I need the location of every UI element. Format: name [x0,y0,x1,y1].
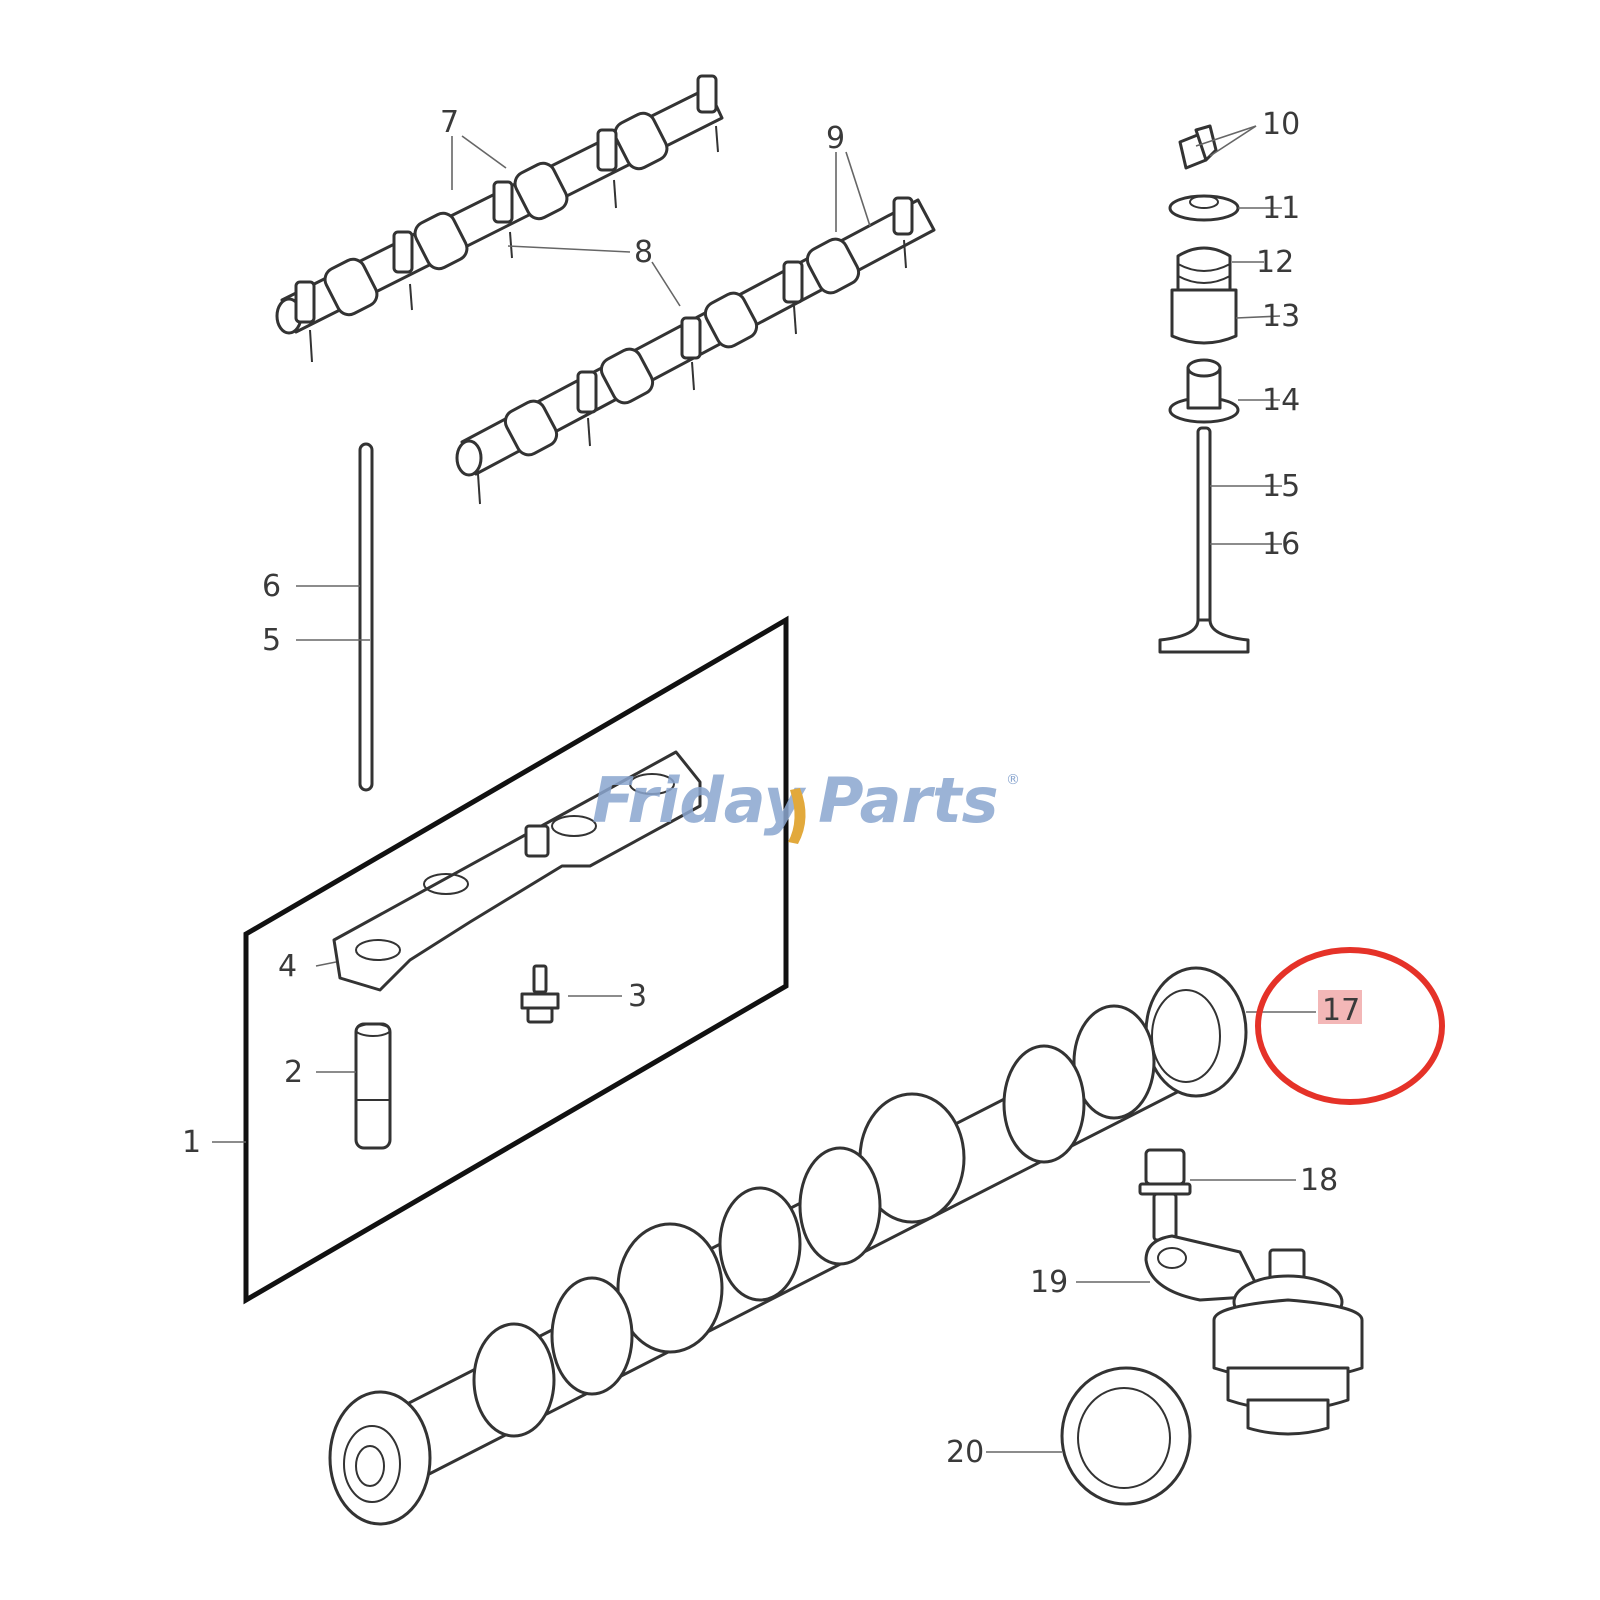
camshaft [328,966,1248,1526]
rocker-shaft-assembly-lower [455,196,936,505]
valve-keepers [1178,124,1218,170]
callout-5: 5 [262,623,281,658]
callout-10: 10 [1262,107,1300,142]
hydraulic-lifter [354,1022,392,1150]
rocker-shaft-assembly-upper [275,74,724,363]
callout-3: 3 [628,979,647,1014]
callout-labels: 7 8 9 10 11 12 13 14 15 16 6 5 4 3 2 1 1… [182,105,1362,1470]
watermark-registered-mark: ® [1006,772,1020,788]
leader-lines [212,125,1316,1453]
highlight-circle [1255,947,1445,1105]
pushrod [358,442,374,792]
callout-13: 13 [1262,299,1300,334]
watermark-y-swoosh [788,788,806,844]
callout-16: 16 [1262,527,1300,562]
callout-20: 20 [946,1435,984,1470]
callout-2: 2 [284,1055,303,1090]
valve-spring-retainer [1168,194,1240,222]
lifter-kit-box [243,615,789,1305]
callout-18: 18 [1300,1163,1338,1198]
lifter-guide-bolt [520,964,560,1024]
callout-11: 11 [1262,191,1300,226]
watermark-text-friday: Friday [592,764,807,837]
callout-4: 4 [278,949,297,984]
callout-15: 15 [1262,469,1300,504]
callout-7: 7 [440,105,459,140]
callout-9: 9 [826,121,845,156]
callout-6: 6 [262,569,281,604]
callout-19: 19 [1030,1265,1068,1300]
callout-17: 17 [1322,993,1360,1028]
camshaft-seal [1060,1366,1192,1506]
callout-12: 12 [1256,245,1294,280]
camshaft-bolt [1138,1148,1192,1242]
callout-17-highlight [1318,990,1362,1024]
watermark-text-parts: Parts [818,764,998,837]
valve [1158,426,1250,654]
callout-1: 1 [182,1125,201,1160]
lifter-guide [332,750,702,992]
valve-spring-seat [1170,288,1238,345]
callout-14: 14 [1262,383,1300,418]
callout-8: 8 [634,235,653,270]
camshaft-position-sensor [1144,1234,1364,1436]
valve-stem-seal [1168,358,1240,424]
